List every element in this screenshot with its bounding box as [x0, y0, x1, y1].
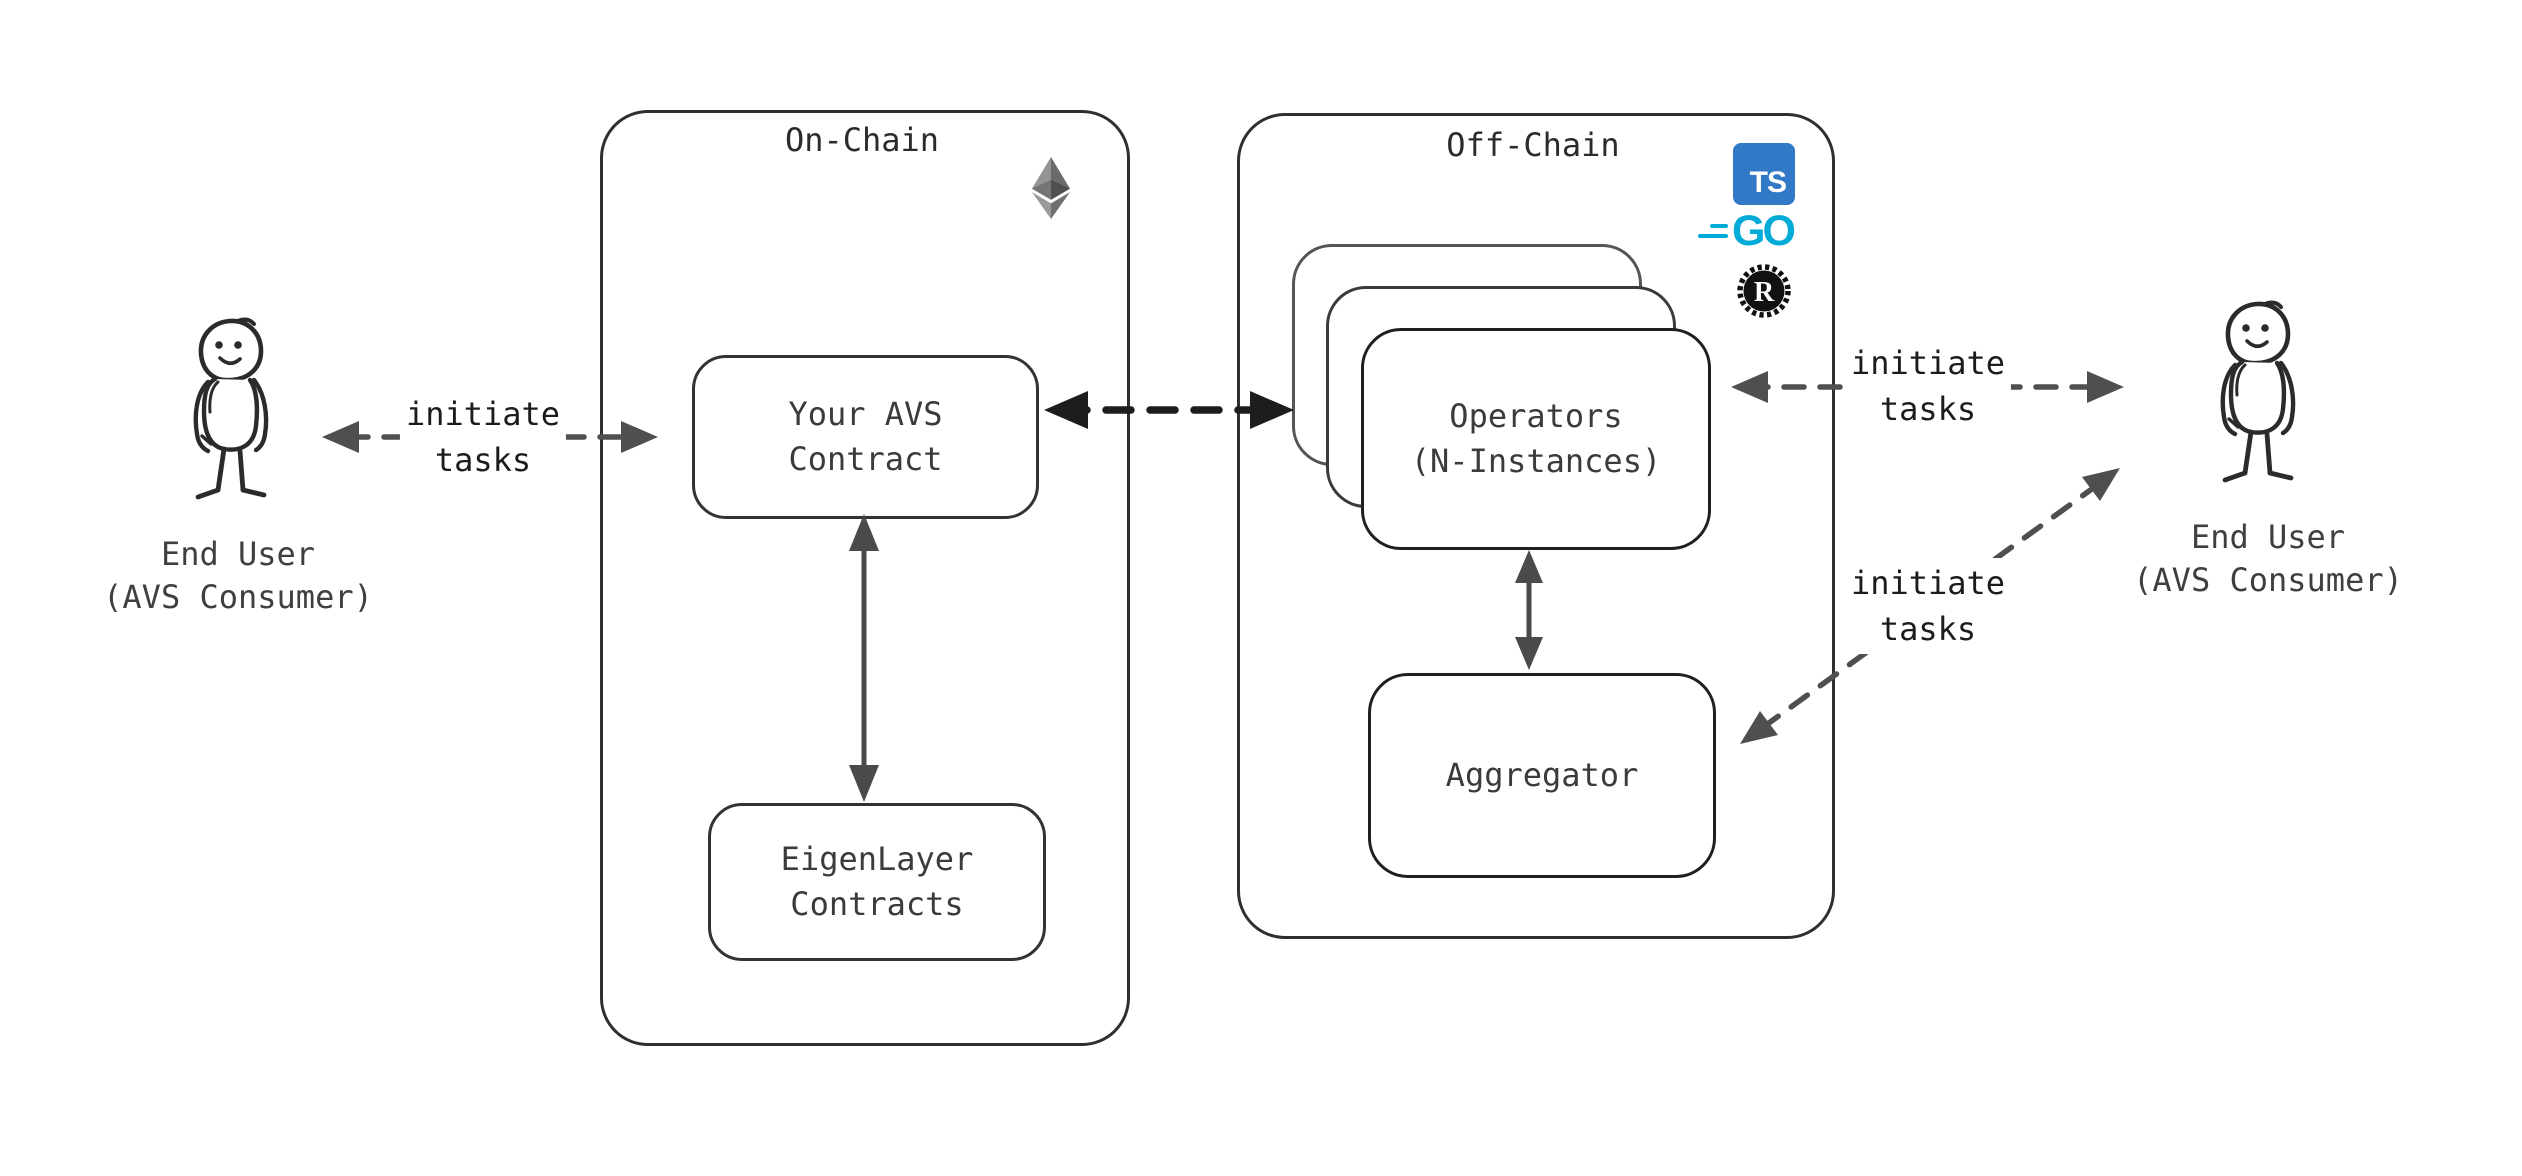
right-end-user-label-line1: End User — [2190, 518, 2346, 556]
eigenlayer-contracts-box: EigenLayer Contracts — [708, 803, 1046, 961]
offchain-title: Off-Chain — [1446, 126, 1620, 164]
aggregator-label: Aggregator — [1445, 756, 1639, 794]
operators-label-line2: (N-Instances) — [1410, 442, 1662, 480]
aggregator-box: Aggregator — [1368, 673, 1716, 878]
rust-icon: R — [1735, 262, 1793, 320]
go-icon: GO — [1698, 207, 1796, 255]
right-end-user-label-line2: (AVS Consumer) — [2133, 561, 2403, 599]
go-icon-speedlines — [1698, 224, 1728, 238]
onchain-container — [600, 110, 1130, 1046]
operators-box-front: Operators (N-Instances) — [1361, 328, 1711, 550]
onchain-title: On-Chain — [784, 121, 940, 159]
left-end-user-label-line2: (AVS Consumer) — [103, 578, 373, 616]
avs-contract-label-line2: Contract — [788, 440, 943, 478]
operators-label-line1: Operators — [1449, 397, 1623, 435]
typescript-icon: TS — [1733, 143, 1795, 205]
rust-icon-letter: R — [1754, 277, 1775, 308]
eigenlayer-label-line2: Contracts — [790, 885, 964, 923]
avs-contract-label-line1: Your AVS — [788, 395, 943, 433]
left-end-user-label-line1: End User — [160, 535, 316, 573]
ethereum-icon — [1030, 157, 1072, 219]
eigenlayer-label-line1: EigenLayer — [780, 840, 974, 878]
left-end-user-label: End User (AVS Consumer) — [63, 533, 413, 619]
avs-contract-box: Your AVS Contract — [692, 355, 1039, 519]
go-icon-text: GO — [1732, 207, 1796, 255]
right-end-user-label: End User (AVS Consumer) — [2093, 516, 2443, 602]
typescript-icon-text: TS — [1749, 166, 1787, 199]
